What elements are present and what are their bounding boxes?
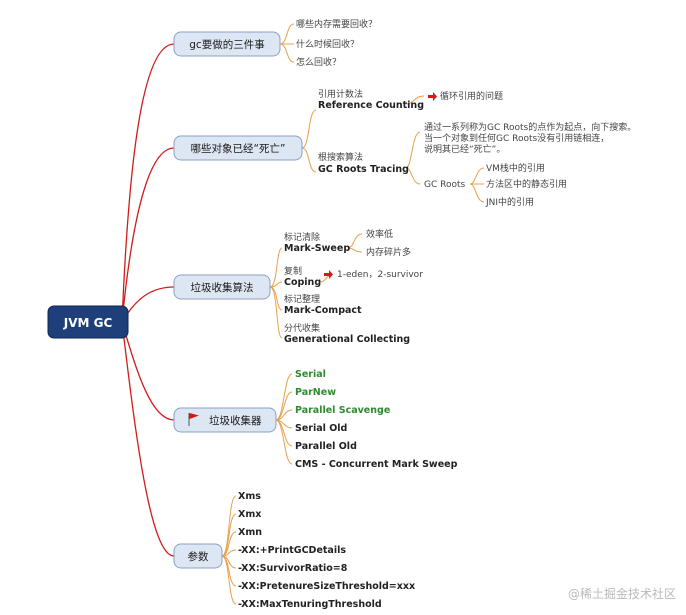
- mark-sweep-note: 内存碎片多: [366, 246, 411, 258]
- branch-connectors: [121, 43, 175, 557]
- mark-sweep-en: Mark-Sweep: [284, 243, 350, 254]
- param-item: Xmx: [238, 509, 261, 520]
- topic-gc-algorithms-label: 垃圾收集算法: [191, 281, 254, 294]
- reference-counting-cn: 引用计数法: [318, 88, 363, 100]
- connector-gc-tasks: [121, 43, 175, 323]
- collector-item: Serial Old: [295, 423, 347, 434]
- generational-en: Generational Collecting: [284, 334, 410, 345]
- param-item: Xms: [238, 491, 261, 502]
- collector-item: CMS - Concurrent Mark Sweep: [295, 459, 458, 470]
- connector-params: [121, 321, 175, 557]
- topic-collectors[interactable]: 垃圾收集器: [173, 407, 277, 433]
- mark-compact-cn: 标记整理: [284, 293, 320, 305]
- connector-dead-objects: [121, 147, 175, 323]
- topic-gc-tasks[interactable]: gc要做的三件事: [173, 31, 281, 57]
- gc-task-item: 哪些内存需要回收？: [296, 18, 377, 30]
- mark-sweep-note: 效率低: [366, 228, 393, 240]
- gc-task-item: 怎么回收？: [296, 56, 341, 68]
- collector-item: Parallel Old: [295, 441, 357, 452]
- central-topic[interactable]: JVM GC: [47, 305, 129, 339]
- red-flag-icon: [188, 413, 199, 426]
- gc-roots-desc-line: 当一个对象到任何GC Roots没有引用链相连，: [424, 132, 609, 144]
- note-arrow-icon: [324, 270, 333, 279]
- gc-roots-label: GC Roots: [424, 180, 466, 190]
- coping-note: 1-eden，2-survivor: [337, 270, 423, 280]
- gc-root-item: JNI中的引用: [485, 196, 534, 208]
- topic-params[interactable]: 参数: [173, 543, 223, 569]
- leaf-connectors: [221, 23, 485, 605]
- param-item: -XX:SurvivorRatio=8: [238, 563, 348, 574]
- param-item: -XX:+PrintGCDetails: [238, 545, 346, 556]
- reference-counting-en: Reference Counting: [318, 100, 424, 111]
- central-topic-label: JVM GC: [63, 316, 113, 330]
- generational-cn: 分代收集: [284, 322, 320, 334]
- gc-roots-tracing-en: GC Roots Tracing: [318, 164, 409, 175]
- topic-gc-tasks-label: gc要做的三件事: [189, 38, 265, 51]
- param-item: -XX:PretenureSizeThreshold=xxx: [238, 581, 415, 592]
- gc-roots-tracing-cn: 根搜索算法: [318, 151, 363, 163]
- mark-sweep-cn: 标记清除: [284, 231, 320, 243]
- note-arrow-icon: [428, 92, 437, 101]
- gc-root-item: 方法区中的静态引用: [486, 178, 567, 190]
- gc-roots-desc-line: 通过一系列称为GC Roots的点作为起点，向下搜索。: [424, 121, 636, 133]
- topic-dead-objects[interactable]: 哪些对象已经“死亡”: [173, 135, 303, 161]
- topic-params-label: 参数: [188, 550, 209, 563]
- topic-gc-algorithms[interactable]: 垃圾收集算法: [173, 274, 271, 300]
- coping-en: Coping: [284, 277, 321, 288]
- gc-task-item: 什么时候回收？: [296, 38, 359, 50]
- watermark: @稀土掘金技术社区: [568, 586, 676, 601]
- coping-cn: 复制: [284, 265, 302, 277]
- circular-reference-note: 循环引用的问题: [440, 90, 503, 102]
- collector-item: Serial: [295, 369, 326, 380]
- connector-collectors: [121, 321, 175, 421]
- collector-item: Parallel Scavenge: [295, 405, 390, 416]
- param-item: -XX:MaxTenuringThreshold: [238, 599, 382, 610]
- gc-root-item: VM栈中的引用: [486, 162, 545, 174]
- topic-dead-objects-label: 哪些对象已经“死亡”: [191, 142, 286, 155]
- connector-gc-algorithms: [121, 286, 175, 323]
- mark-compact-en: Mark-Compact: [284, 305, 362, 316]
- param-item: Xmn: [238, 527, 262, 538]
- gc-roots-desc-line: 说明其已经“死亡”。: [424, 143, 505, 155]
- collector-item: ParNew: [295, 387, 336, 398]
- topic-collectors-label: 垃圾收集器: [209, 414, 262, 427]
